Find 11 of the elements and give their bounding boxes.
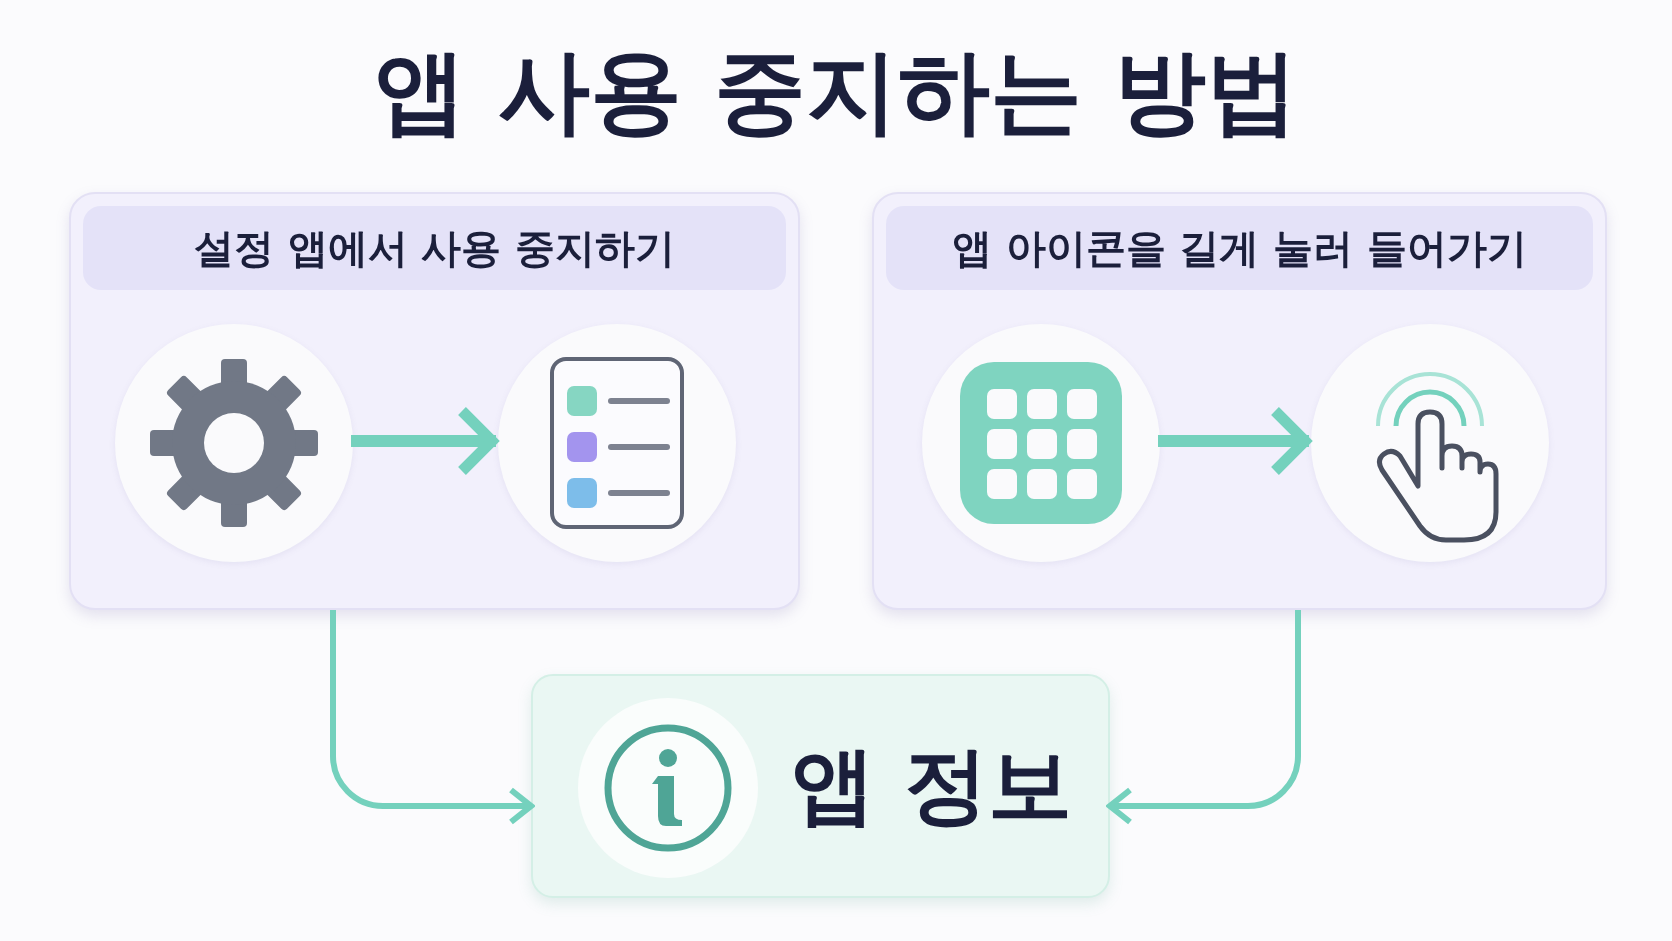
arrow: [1158, 405, 1311, 477]
section-header: 앱 아이콘을 길게 눌러 들어가기: [886, 206, 1593, 290]
section-panel: [872, 192, 1607, 610]
arrow: [330, 610, 534, 825]
title: 앱 사용 중지하는 방법: [372, 37, 1300, 147]
box-label: 앱 정보: [791, 735, 1073, 836]
arrow: [1107, 610, 1301, 825]
arrow: [351, 405, 498, 477]
section-panel: [69, 192, 800, 610]
result-box: [531, 674, 1110, 898]
section-header: 설정 앱에서 사용 중지하기: [83, 206, 786, 290]
